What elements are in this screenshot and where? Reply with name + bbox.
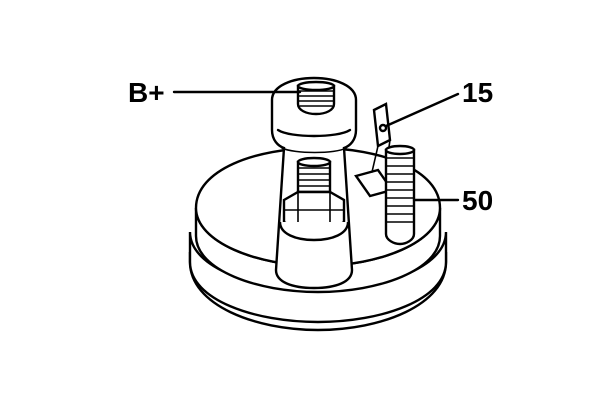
label-terminal-15: 15 [462,77,493,108]
battery-terminal-stud [296,80,336,116]
leader-lines [172,90,460,202]
label-terminal-50: 50 [462,185,493,216]
leader-line-15 [384,92,460,128]
label-b-plus: B+ [128,77,165,108]
motor-terminal-stud [278,156,350,242]
terminal-50-stud [384,144,416,246]
